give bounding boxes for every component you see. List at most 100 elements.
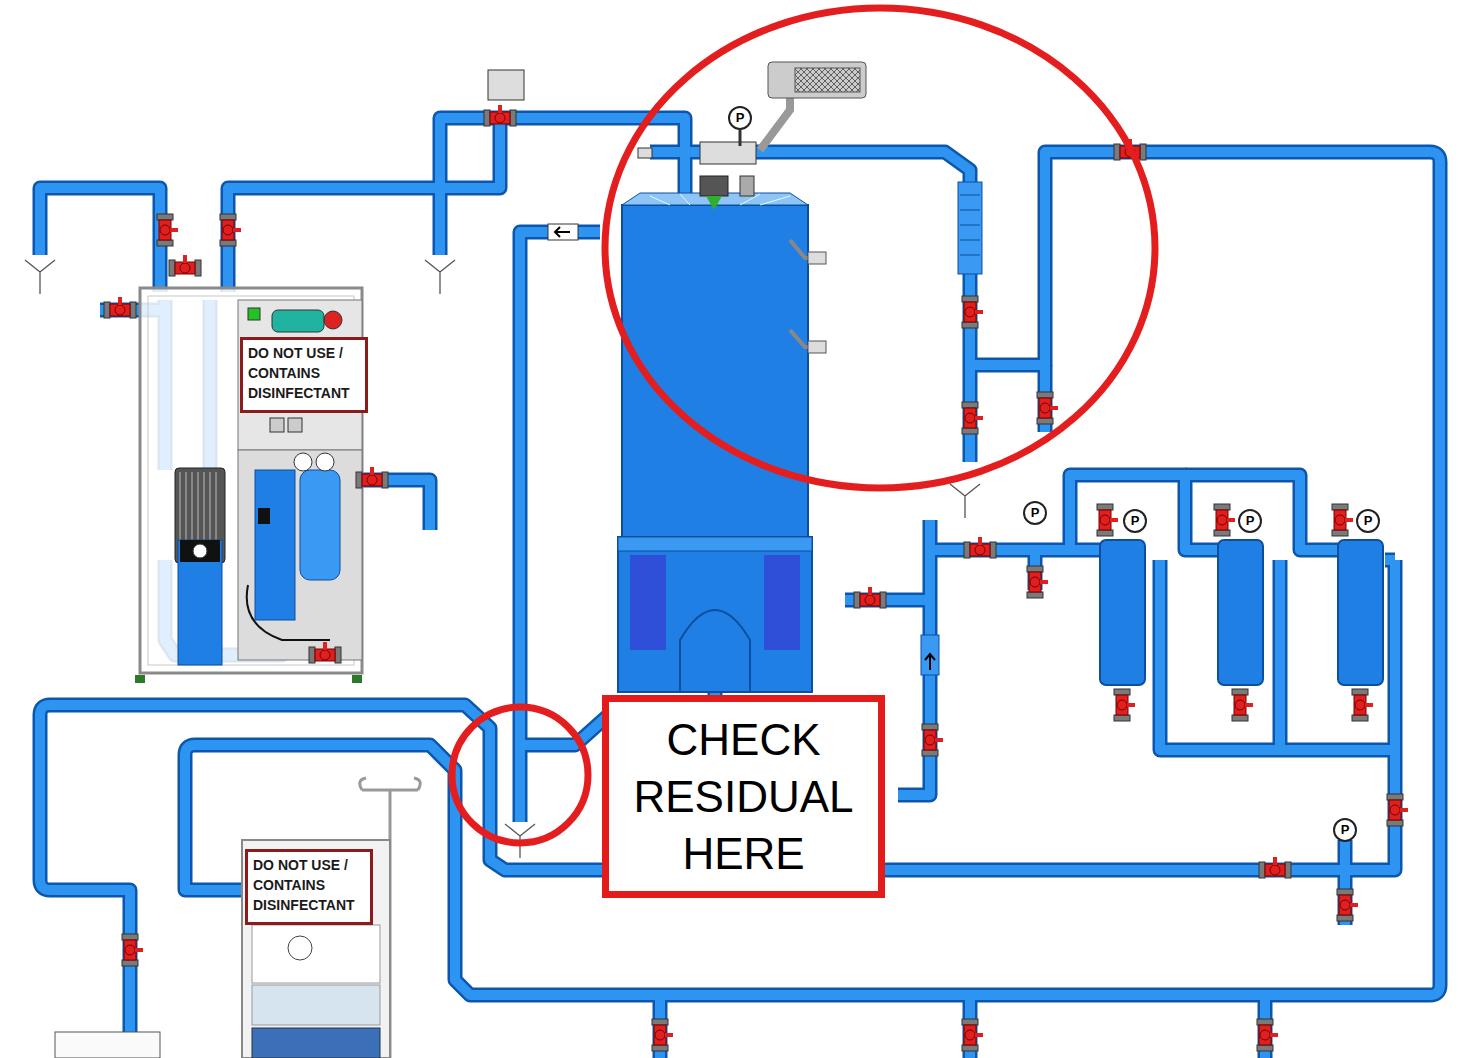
pre-treatment-part bbox=[1114, 689, 1135, 721]
storage-tank-part bbox=[768, 62, 866, 98]
pressure-gauges-part bbox=[1024, 502, 1046, 524]
storage-tank-part bbox=[680, 610, 750, 692]
storage-tank-part bbox=[618, 537, 812, 692]
storage-tank-part bbox=[630, 555, 666, 650]
pre-treatment-part bbox=[922, 724, 943, 756]
pre-treatment-part bbox=[964, 537, 996, 558]
ro-machine-part bbox=[135, 675, 145, 683]
storage-tank-part bbox=[700, 176, 728, 196]
pre-treatment-part bbox=[1259, 857, 1291, 878]
ro-machine-part bbox=[104, 297, 136, 318]
gauge-letter: P bbox=[732, 110, 748, 126]
ro-machine-part bbox=[255, 470, 295, 620]
drain-symbols-part bbox=[25, 260, 55, 294]
gauge-letter: P bbox=[1360, 513, 1376, 529]
ro-machine-part bbox=[178, 540, 222, 665]
pre-treatment-part bbox=[652, 1019, 673, 1051]
storage-tank-part bbox=[795, 68, 860, 92]
storage-tank-part bbox=[548, 224, 578, 240]
ro-machine-part bbox=[270, 418, 284, 432]
ro-machine-part bbox=[258, 508, 270, 524]
warning-sign: DO NOT USE / CONTAINS DISINFECTANT bbox=[245, 849, 373, 925]
ro-machine-part bbox=[309, 642, 341, 663]
pre-treatment-part bbox=[1218, 540, 1263, 685]
storage-tank-part bbox=[488, 70, 524, 100]
storage-tank-part bbox=[962, 402, 983, 434]
ro-machine-part bbox=[294, 453, 312, 471]
ro-machine-part bbox=[238, 450, 362, 660]
pre-treatment-part bbox=[854, 587, 886, 608]
pressure-gauges-part bbox=[1124, 510, 1146, 532]
pre-treatment-part bbox=[925, 654, 935, 670]
pre-treatment-part bbox=[1027, 566, 1048, 598]
pre-treatment-part bbox=[1214, 504, 1235, 536]
ro-machine-part bbox=[272, 310, 324, 332]
pre-treatment-part bbox=[1232, 689, 1253, 721]
pressure-gauges-part bbox=[1239, 510, 1261, 532]
ro-machine-part bbox=[247, 585, 330, 640]
gauge-letter: P bbox=[1127, 513, 1143, 529]
storage-tank bbox=[484, 62, 1146, 692]
ro-machine-part bbox=[316, 453, 334, 471]
ro-machine-part bbox=[140, 288, 362, 673]
storage-tank-part bbox=[808, 252, 826, 264]
ro-machine-part bbox=[169, 255, 201, 276]
ro-machine-part bbox=[180, 540, 220, 562]
dialysis-machine-part bbox=[55, 1032, 160, 1058]
storage-tank-part bbox=[706, 196, 722, 210]
pressure-gauges-part bbox=[729, 107, 751, 129]
pre-treatment-part bbox=[921, 635, 939, 675]
storage-tank-part bbox=[618, 537, 812, 551]
pressure-gauges-part bbox=[1334, 819, 1356, 841]
warning-text: DO NOT USE / CONTAINS DISINFECTANT bbox=[248, 343, 360, 403]
callout-box: CHECK RESIDUAL HERE bbox=[602, 695, 885, 898]
ro-machine-part bbox=[175, 468, 225, 563]
pipe-network-part bbox=[40, 118, 1440, 1058]
highlight-circles-part bbox=[605, 8, 1155, 488]
ro-machine bbox=[104, 214, 388, 683]
storage-tank-part bbox=[808, 341, 826, 353]
ro-machine-part bbox=[352, 675, 362, 683]
gauge-letter: P bbox=[1027, 505, 1043, 521]
dialysis-machine-part bbox=[242, 840, 390, 1058]
storage-tank-part bbox=[484, 105, 516, 126]
pipe-network-part bbox=[40, 118, 1440, 1058]
gauge-letter: P bbox=[1242, 513, 1258, 529]
highlight-circles-part bbox=[452, 707, 588, 843]
pipe-network bbox=[40, 118, 1440, 1058]
pre-treatment-part bbox=[1337, 889, 1358, 921]
dialysis-machine bbox=[55, 778, 420, 1058]
storage-tank-part bbox=[700, 142, 756, 164]
pre-treatment-part bbox=[1387, 794, 1408, 826]
ro-machine-part bbox=[324, 311, 342, 329]
pre-treatment bbox=[122, 504, 1408, 1051]
warning-text: DO NOT USE / CONTAINS DISINFECTANT bbox=[253, 855, 365, 915]
drain-symbols-part bbox=[425, 260, 455, 294]
storage-tank-part bbox=[958, 182, 982, 274]
storage-tank-part bbox=[555, 227, 570, 237]
storage-tank-part bbox=[764, 555, 800, 650]
storage-tank-part bbox=[1037, 392, 1058, 424]
ro-machine-part bbox=[157, 214, 178, 246]
gauge-letter: P bbox=[1337, 822, 1353, 838]
storage-tank-part bbox=[962, 296, 983, 328]
pre-treatment-part bbox=[1100, 540, 1145, 685]
pre-treatment-part bbox=[1332, 504, 1353, 536]
storage-tank-part bbox=[960, 195, 980, 255]
drain-symbols-part bbox=[950, 484, 980, 518]
storage-tank-part bbox=[739, 130, 742, 146]
storage-tank-part bbox=[638, 148, 652, 158]
storage-tank-part bbox=[760, 95, 790, 150]
callout-text: CHECK RESIDUAL HERE bbox=[619, 711, 868, 882]
pressure-gauges-part bbox=[1357, 510, 1379, 532]
pre-treatment-part bbox=[962, 1019, 983, 1051]
pre-treatment-part bbox=[122, 934, 143, 966]
dialysis-machine-part bbox=[288, 936, 312, 960]
dialysis-machine-part bbox=[252, 985, 380, 1025]
pre-treatment-part bbox=[1338, 540, 1383, 685]
pre-treatment-part bbox=[1097, 504, 1118, 536]
warning-sign: DO NOT USE / CONTAINS DISINFECTANT bbox=[240, 337, 368, 413]
